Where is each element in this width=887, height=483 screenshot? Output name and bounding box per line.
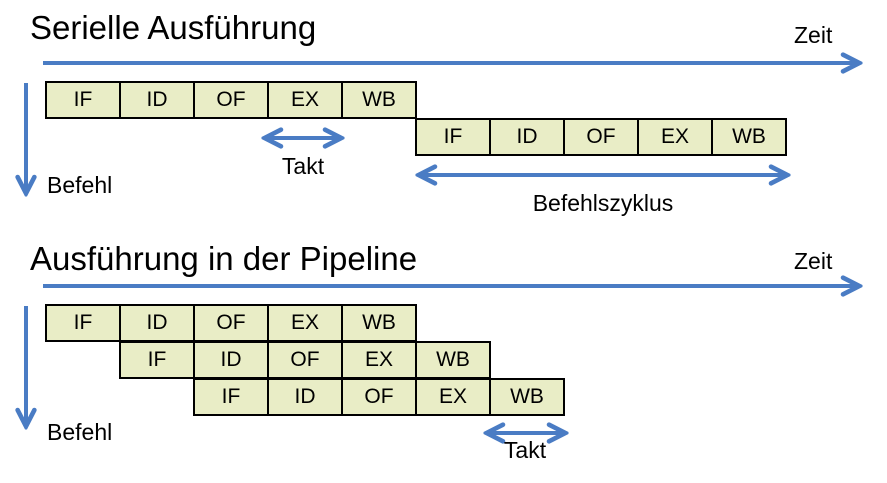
pipeline-time-axis-arrow — [43, 275, 868, 297]
stage-cell-if: IF — [45, 81, 121, 119]
stage-cell-wb: WB — [341, 81, 417, 119]
stage-cell-wb: WB — [489, 378, 565, 416]
stage-cell-ex: EX — [415, 378, 491, 416]
stage-cell-if: IF — [45, 304, 121, 342]
stage-cell-id: ID — [119, 81, 195, 119]
pipeline-instruction-axis-arrow — [17, 306, 35, 435]
stage-cell-wb: WB — [415, 341, 491, 379]
pipeline-clock-arrow — [478, 423, 572, 443]
stage-cell-of: OF — [341, 378, 417, 416]
stage-cell-ex: EX — [267, 81, 343, 119]
serial-instruction1-row: IF ID OF EX WB — [45, 81, 417, 119]
stage-cell-if: IF — [415, 118, 491, 156]
stage-cell-if: IF — [119, 341, 195, 379]
serial-time-axis-arrow — [43, 52, 868, 74]
stage-cell-id: ID — [489, 118, 565, 156]
pipeline-section-title: Ausführung in der Pipeline — [30, 240, 418, 277]
stage-cell-id: ID — [267, 378, 343, 416]
stage-cell-of: OF — [193, 304, 269, 342]
serial-section-title: Serielle Ausführung — [30, 9, 317, 46]
serial-clock-arrow — [256, 128, 350, 148]
pipeline-instruction1-row: IF ID OF EX WB — [45, 304, 417, 342]
stage-cell-id: ID — [119, 304, 195, 342]
serial-clock-label: Takt — [281, 153, 325, 179]
stage-cell-ex: EX — [267, 304, 343, 342]
stage-cell-wb: WB — [711, 118, 787, 156]
serial-instruction-label: Befehl — [47, 172, 113, 198]
pipeline-instruction3-row: IF ID OF EX WB — [193, 378, 565, 416]
pipeline-instruction-label: Befehl — [47, 419, 113, 445]
stage-cell-wb: WB — [341, 304, 417, 342]
serial-instruction2-row: IF ID OF EX WB — [415, 118, 787, 156]
stage-cell-ex: EX — [341, 341, 417, 379]
instruction-cycle-arrow — [410, 165, 796, 185]
pipeline-instruction2-row: IF ID OF EX WB — [119, 341, 491, 379]
stage-cell-of: OF — [267, 341, 343, 379]
pipeline-time-label: Zeit — [794, 248, 833, 274]
stage-cell-if: IF — [193, 378, 269, 416]
serial-instruction-axis-arrow — [17, 83, 35, 202]
instruction-cycle-label: Befehlszyklus — [532, 190, 674, 216]
serial-time-label: Zeit — [794, 22, 833, 48]
stage-cell-of: OF — [193, 81, 269, 119]
stage-cell-ex: EX — [637, 118, 713, 156]
pipeline-clock-label: Takt — [503, 437, 547, 463]
stage-cell-id: ID — [193, 341, 269, 379]
stage-cell-of: OF — [563, 118, 639, 156]
